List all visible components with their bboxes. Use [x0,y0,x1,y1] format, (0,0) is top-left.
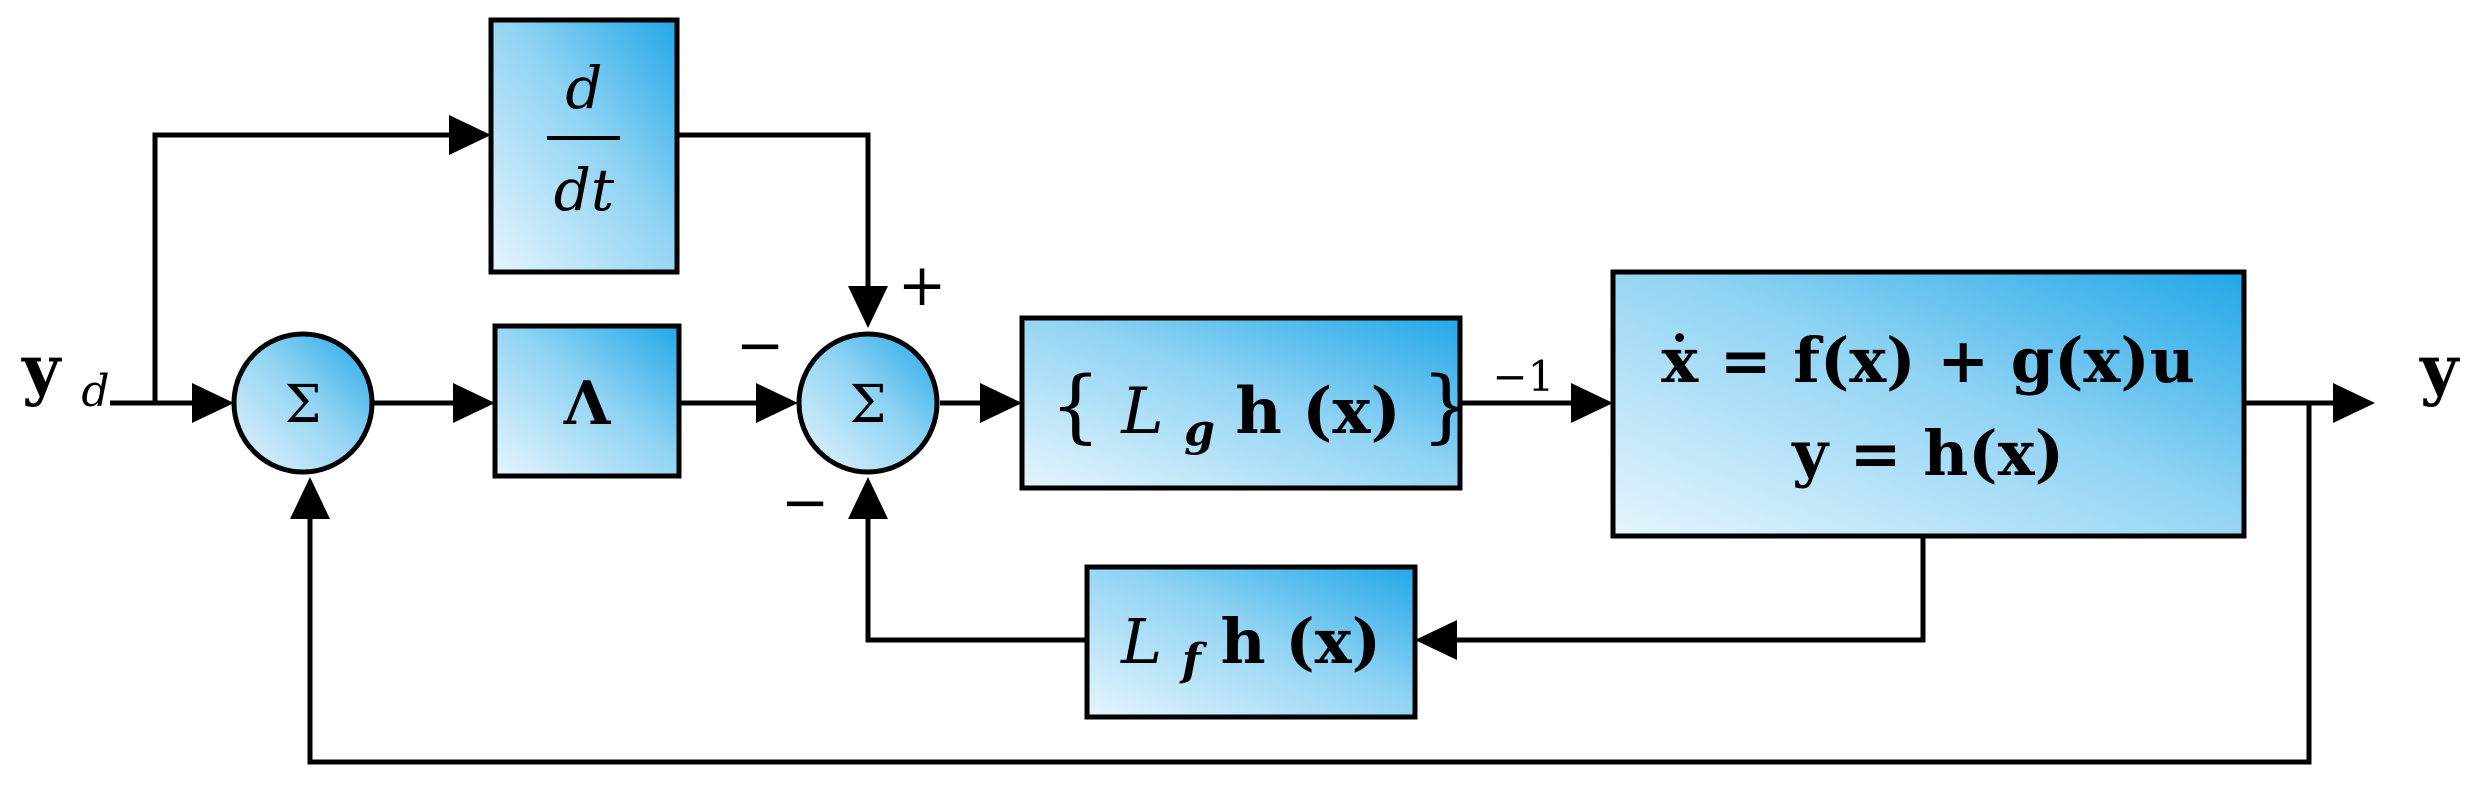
h-function: h [1221,605,1266,678]
derivative-numerator: d [565,54,602,122]
sum-symbol: Σ [850,375,887,435]
arrowhead-sum1-bottom [290,477,330,519]
state-equation-rhs: = f(x) + g(x)u [1720,324,2195,397]
derivative-denominator: dt [554,156,615,224]
output-label: y [2419,330,2460,408]
arrowhead-inverse-in [980,383,1022,423]
close-brace: } [1421,359,1472,452]
arrowhead-plant-in [1571,383,1613,423]
arrowhead-sum2-bottom [848,477,888,519]
inverse-exponent: −1 [1492,352,1554,401]
input-label-main: y [21,330,62,408]
summing-junction-2: Σ [796,331,940,475]
arrowhead-lambda-in [453,383,495,423]
wire-output-to-sum1 [307,403,2312,765]
lfh-expression: L f h (x) [1120,605,1381,690]
input-label-subscript: d [81,366,109,417]
sign-sum2-top: + [898,251,947,319]
paren-x: (x) [1302,374,1401,449]
derivative-block: d dt [488,17,680,275]
lie-subscript-f: f [1179,635,1208,686]
wire-input-to-derivative [152,132,455,403]
sign-sum2-left: − [736,311,785,379]
arrowhead-sum2-left [756,383,798,423]
lambda-symbol: Λ [563,369,612,439]
plant-output-equation: y = h(x) [1791,417,2064,490]
lie-subscript-g: g [1184,405,1215,456]
paren-x: (x) [1285,605,1381,678]
wire-derivative-to-sum2 [677,132,871,292]
sign-sum2-bottom: − [781,468,830,536]
inverse-lgh-block: { L g h (x) } −1 [1019,315,1554,491]
arrowhead-lfh-in [1415,620,1457,660]
plant-state-equation: ẋ = f(x) + g(x)u [1661,324,2195,397]
lfh-block: L f h (x) [1084,564,1418,720]
plant-block: ẋ = f(x) + g(x)u y = h(x) [1610,269,2247,539]
lie-derivative-L: L [1120,375,1164,449]
open-brace: { [1050,359,1101,452]
inverse-lgh-expression: { L g h (x) } −1 [1050,352,1554,461]
arrowhead-sum1-in [192,383,234,423]
arrowhead-output [2333,383,2375,423]
sum-symbol: Σ [285,375,322,435]
arrowhead-derivative-in [449,115,491,155]
x-dot: ẋ [1661,324,1699,397]
h-function: h [1235,374,1282,449]
wire-lfh-to-sum2 [865,513,1087,643]
lambda-block: Λ [492,323,682,479]
input-label: y d [21,330,110,417]
lie-derivative-L: L [1120,605,1162,678]
wire-plant-to-lfh [1455,536,1926,643]
summing-junction-1: Σ [231,331,375,475]
arrowhead-sum2-top [848,286,888,328]
